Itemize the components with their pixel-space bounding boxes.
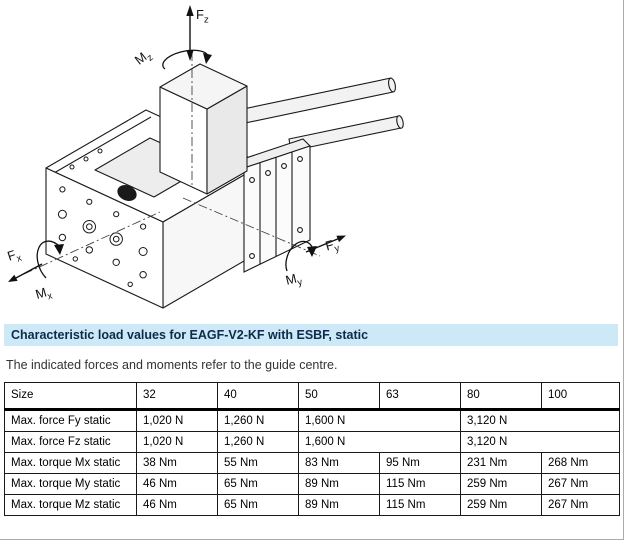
section-title-bar: Characteristic load values for EAGF-V2-K… [4, 324, 618, 346]
value-cell: 267 Nm [541, 473, 620, 495]
guide-rods [223, 77, 404, 152]
row-label: Max. force Fy static [4, 409, 137, 432]
value-cell: 1,600 N [298, 431, 461, 453]
column-header-32: 32 [136, 382, 218, 411]
row-label: Max. torque Mz static [4, 494, 137, 516]
value-cell: 259 Nm [460, 473, 542, 495]
value-cell: 38 Nm [136, 452, 218, 474]
value-cell: 55 Nm [217, 452, 299, 474]
value-cell: 46 Nm [136, 473, 218, 495]
guide-bore-shadow [117, 185, 137, 201]
moment-arrows [36, 49, 317, 279]
fz-subscript: z [203, 14, 209, 26]
value-cell: 46 Nm [136, 494, 218, 516]
column-header-63: 63 [379, 382, 461, 411]
value-cell: 65 Nm [217, 473, 299, 495]
column-header-80: 80 [460, 382, 542, 411]
value-cell: 115 Nm [379, 473, 461, 495]
slide-column [159, 63, 248, 195]
value-cell: 268 Nm [541, 452, 620, 474]
value-cell: 1,260 N [217, 409, 299, 432]
value-cell: 83 Nm [298, 452, 380, 474]
value-cell: 1,020 N [136, 409, 218, 432]
value-cell: 259 Nm [460, 494, 542, 516]
row-label: Max. torque My static [4, 473, 137, 495]
column-header-100: 100 [541, 382, 620, 411]
table-row-mx-static: Max. torque Mx static 38 Nm 55 Nm 83 Nm … [4, 452, 620, 474]
top-face-holes [69, 148, 103, 170]
column-header-50: 50 [298, 382, 380, 411]
fz-label: Fz [196, 8, 209, 25]
note-text: The indicated forces and moments refer t… [6, 358, 338, 372]
table-row-fy-static: Max. force Fy static 1,020 N 1,260 N 1,6… [4, 409, 620, 432]
value-cell: 3,120 N [460, 431, 620, 453]
column-header-40: 40 [217, 382, 299, 411]
row-label: Max. torque Mx static [4, 452, 137, 474]
row-label: Max. force Fz static [4, 431, 137, 453]
value-cell: 95 Nm [379, 452, 461, 474]
actuator-isometric-drawing [8, 5, 404, 309]
value-cell: 1,600 N [298, 409, 461, 432]
value-cell: 89 Nm [298, 473, 380, 495]
table-row-my-static: Max. torque My static 46 Nm 65 Nm 89 Nm … [4, 473, 620, 495]
centerlines [23, 52, 321, 275]
actuator-body [45, 109, 264, 309]
value-cell: 65 Nm [217, 494, 299, 516]
value-cell: 267 Nm [541, 494, 620, 516]
table-row-mz-static: Max. torque Mz static 46 Nm 65 Nm 89 Nm … [4, 494, 620, 516]
table-header-row: Size 32 40 50 63 80 100 [4, 382, 620, 411]
value-cell: 1,260 N [217, 431, 299, 453]
value-cell: 3,120 N [460, 409, 620, 432]
cylinder-block [235, 138, 312, 273]
fz-letter: F [196, 7, 204, 22]
load-values-table: Size 32 40 50 63 80 100 Max. force Fy st… [4, 382, 620, 516]
section-title: Characteristic load values for EAGF-V2-K… [11, 328, 369, 342]
front-plate-holes [57, 186, 148, 287]
load-directions-diagram: Fz Mz Fx Mx Fy My [5, 5, 404, 309]
table-row-fz-static: Max. force Fz static 1,020 N 1,260 N 1,6… [4, 431, 620, 453]
value-cell: 231 Nm [460, 452, 542, 474]
value-cell: 89 Nm [298, 494, 380, 516]
value-cell: 115 Nm [379, 494, 461, 516]
size-column-header: Size [4, 382, 137, 411]
value-cell: 1,020 N [136, 431, 218, 453]
